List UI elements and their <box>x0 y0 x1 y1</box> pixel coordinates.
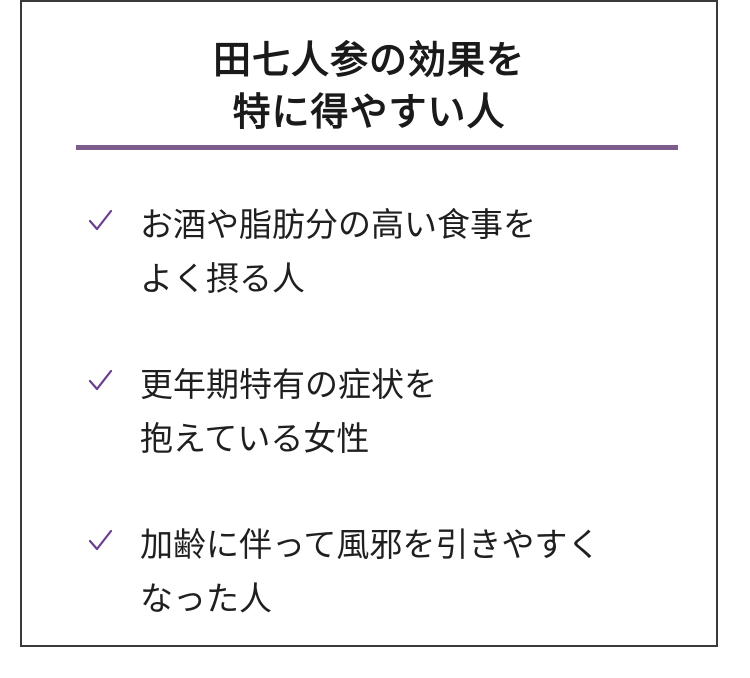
checklist-item-line-1: お酒や脂肪分の高い食事を <box>140 205 536 244</box>
checkmark-icon <box>88 369 113 391</box>
card-title-line-1: 田七人参の効果を <box>212 38 525 82</box>
checklist-item: お酒や脂肪分の高い食事を よく摂る人 <box>84 198 696 306</box>
checklist-item: 加齢に伴って風邪を引きやすく なった人 <box>84 518 696 626</box>
info-card: 田七人参の効果を 特に得やすい人 お酒や脂肪分の高い食事を よく摂る人 更年期特… <box>20 0 718 647</box>
card-title: 田七人参の効果を 特に得やすい人 <box>22 34 716 138</box>
checklist-item-line-1: 更年期特有の症状を <box>140 365 437 404</box>
title-divider <box>76 145 678 150</box>
checkmark-icon <box>88 529 113 551</box>
checklist-item-line-2: 抱えている女性 <box>140 419 370 458</box>
checklist-item-line-1: 加齢に伴って風邪を引きやすく <box>140 525 601 564</box>
checklist-item-line-2: なった人 <box>140 579 272 618</box>
checklist-item-line-2: よく摂る人 <box>140 259 305 298</box>
checklist-item-text: 加齢に伴って風邪を引きやすく なった人 <box>140 518 696 626</box>
checklist-item-text: 更年期特有の症状を 抱えている女性 <box>140 358 696 466</box>
checklist: お酒や脂肪分の高い食事を よく摂る人 更年期特有の症状を 抱えている女性 加齢に… <box>84 198 696 678</box>
checklist-item: 更年期特有の症状を 抱えている女性 <box>84 358 696 466</box>
checklist-item-text: お酒や脂肪分の高い食事を よく摂る人 <box>140 198 696 306</box>
card-title-line-2: 特に得やすい人 <box>232 90 506 134</box>
checkmark-icon <box>88 209 113 231</box>
